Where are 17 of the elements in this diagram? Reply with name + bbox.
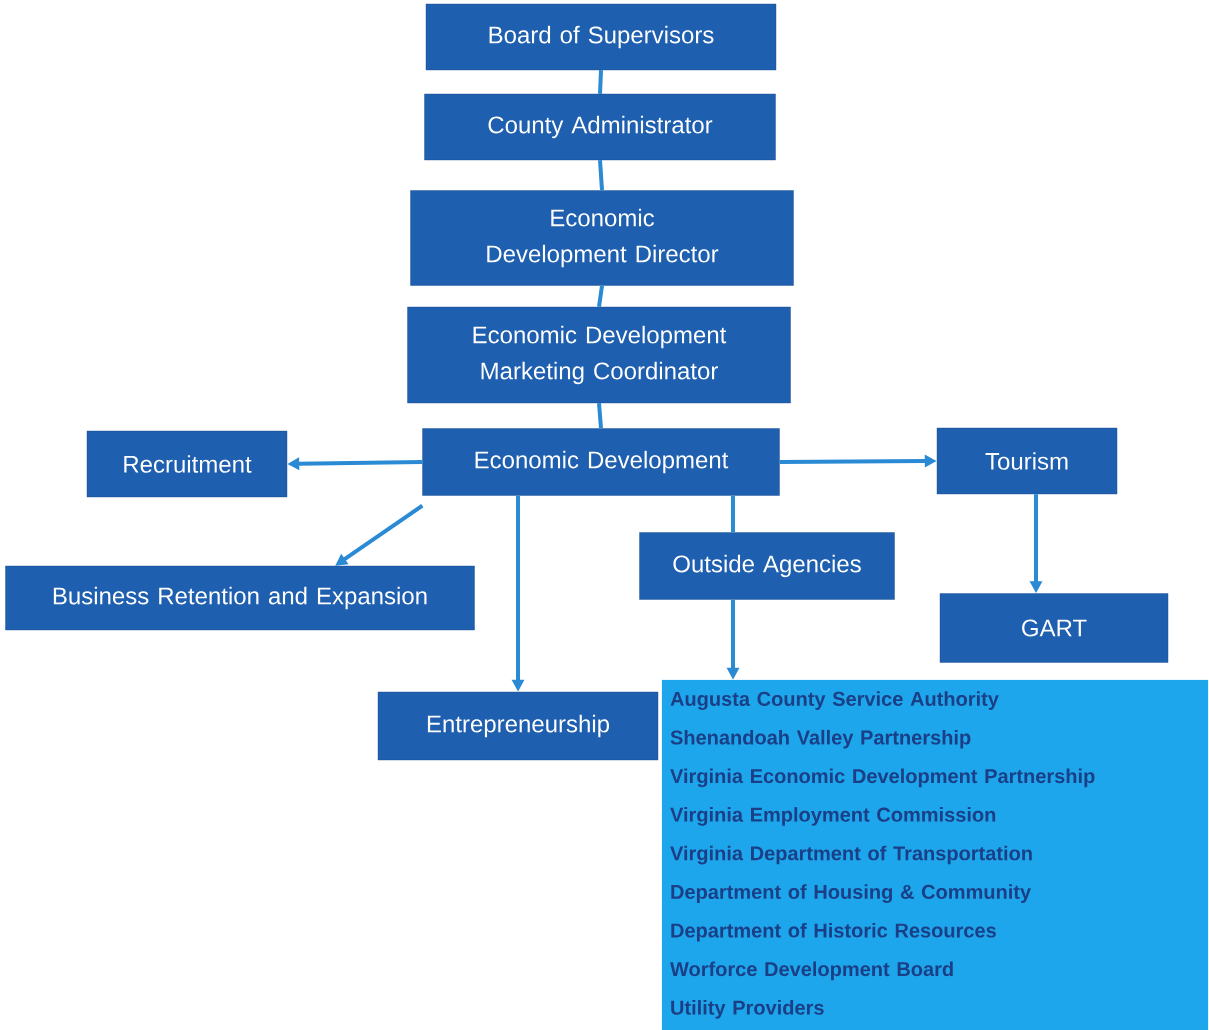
org-box: Economic Development Director	[410, 190, 794, 286]
connector-line	[597, 403, 603, 429]
org-box: Business Retention and Expansion	[5, 565, 475, 631]
org-box: Tourism	[936, 427, 1118, 495]
connector-line	[598, 160, 604, 191]
connector-line	[731, 495, 735, 533]
org-box: GART	[939, 593, 1169, 663]
org-box: Entrepreneurship	[377, 691, 659, 761]
org-box: Economic Development	[422, 428, 780, 496]
org-box: Recruitment	[86, 430, 288, 498]
org-box: Board of Supervisors	[425, 3, 777, 71]
org-box: Outside Agencies	[639, 532, 895, 600]
org-box: County Administrator	[424, 93, 776, 161]
connector-line	[598, 70, 603, 94]
org-box: Economic Development Marketing Coordinator	[407, 306, 791, 404]
agency-list-box: Augusta County Service Authority Shenandoah Valley Partnership Virginia Economic Development Partnership Virginia Employment Commission Virginia Department of Transportation Department of Housing & Community Department of Historic Resources Worforce Development Board Utility Providers	[661, 679, 1209, 1030]
connector-line	[597, 285, 604, 308]
